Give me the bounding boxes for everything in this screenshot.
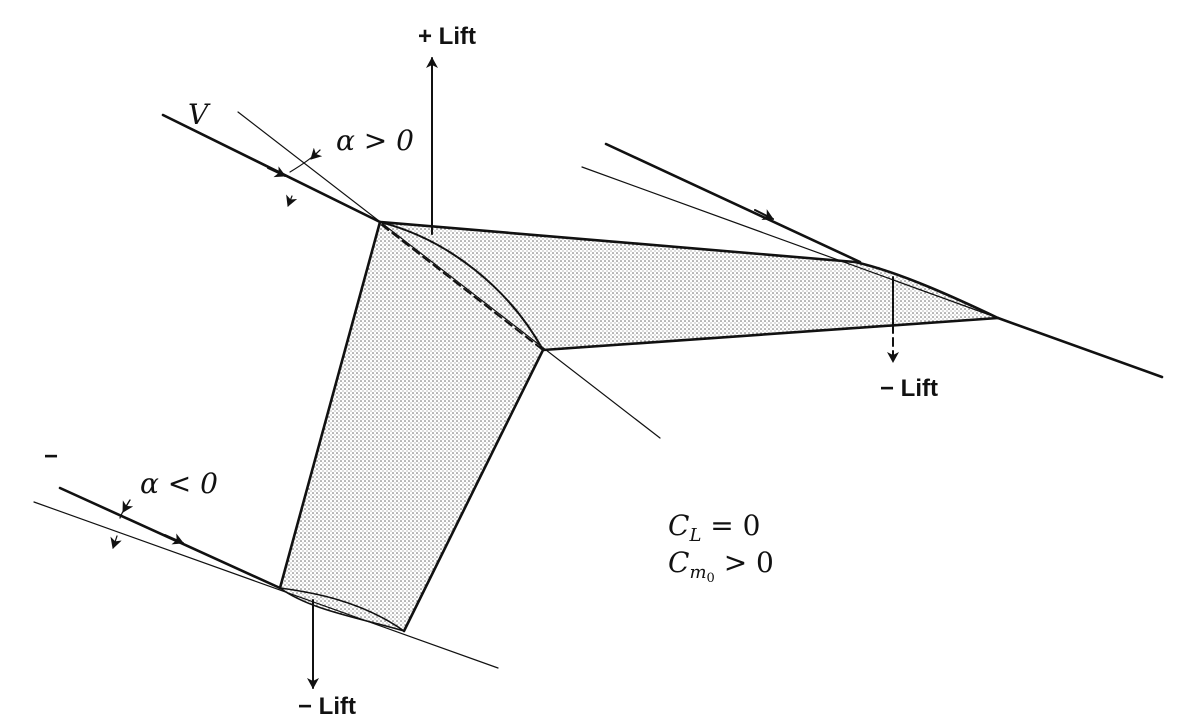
right-wing-surface [380, 222, 998, 350]
cm-subsubscript: 0 [707, 571, 715, 586]
tip-chord-line-bottom [33, 501, 499, 669]
lift-coefficient-label: CL = 0 [668, 509, 760, 546]
right-tip-extension [996, 316, 1164, 379]
right-wing-leading-edge [378, 220, 1000, 320]
left-wing-surface [280, 222, 543, 631]
root-chord-line [237, 111, 661, 439]
minus-lift-label-right: − Lift [880, 375, 938, 402]
alpha-positive-label: α > 0 [336, 124, 414, 157]
cl-rhs: = 0 [701, 509, 760, 542]
right-wing-trailing-edge [541, 316, 1000, 352]
minus-lift-label-bottom: − Lift [298, 693, 356, 720]
alpha-negative-label: α < 0 [140, 467, 218, 500]
right-tip-chord-line [581, 166, 999, 319]
cm-subscript: m [689, 562, 706, 583]
alpha-neg-arrow-top [122, 499, 134, 513]
left-wing-trailing-edge [402, 348, 545, 633]
cl-symbol: C [668, 509, 689, 542]
cm-symbol: C [668, 546, 689, 579]
velocity-arrow-left [267, 166, 286, 178]
velocity-line-right [604, 142, 862, 264]
velocity-line-left [161, 113, 382, 224]
velocity-label: V [188, 98, 211, 131]
alpha-pos-indicator [289, 149, 321, 173]
root-airfoil-upper [379, 221, 544, 351]
moment-coefficient-label: Cm0 > 0 [668, 546, 774, 586]
velocity-arrow-bottom [164, 533, 184, 545]
alpha-pos-arrow-bottom [286, 194, 298, 207]
cl-subscript: L [688, 525, 701, 546]
left-wing-leading-edge [278, 220, 382, 590]
root-chord-dashed [381, 224, 544, 351]
plus-lift-label: + Lift [418, 23, 476, 50]
stray-dash-label: − [44, 443, 58, 470]
alpha-pos-arrow-top [310, 147, 323, 160]
alpha-neg-arrow-bottom [110, 535, 122, 549]
velocity-arrow-right [754, 209, 774, 220]
cm-rhs: > 0 [715, 546, 774, 579]
